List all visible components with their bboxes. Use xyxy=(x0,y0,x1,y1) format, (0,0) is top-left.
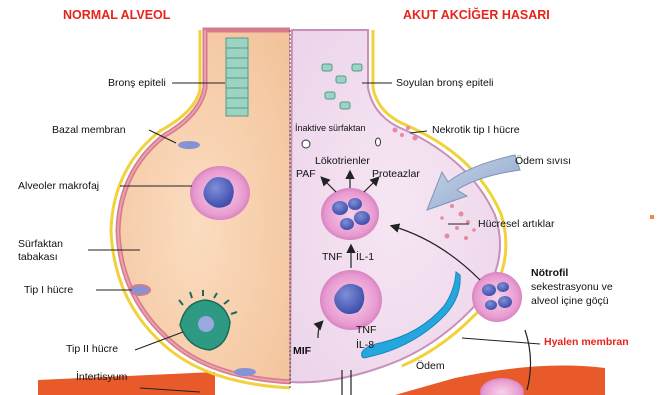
inactive-surfactant-dot xyxy=(302,140,310,148)
label-tnf-1: TNF xyxy=(322,251,342,263)
header-acute-lung-injury: AKUT AKCİĞER HASARI xyxy=(403,8,550,22)
label-mif: MIF xyxy=(293,345,311,357)
label-necrotic-type1: Nekrotik tip I hücre xyxy=(432,124,520,136)
label-type2-cell: Tip II hücre xyxy=(66,343,118,355)
label-paf: PAF xyxy=(296,168,316,180)
label-neutrophil-line2: sekestrasyonu ve xyxy=(531,281,613,293)
label-basal-membrane: Bazal membran xyxy=(52,124,126,136)
label-cellular-debris: Hücresel artıklar xyxy=(478,218,554,230)
label-il1: İL-1 xyxy=(356,251,374,263)
label-type1-cell: Tip I hücre xyxy=(24,284,73,296)
neutrophil-top xyxy=(321,188,379,240)
label-bronchial-epithelium: Bronş epiteli xyxy=(108,77,166,89)
label-interstitium: İntertisyum xyxy=(76,371,127,383)
edge-marker xyxy=(650,215,654,219)
label-sloughed-epithelium: Soyulan bronş epiteli xyxy=(396,77,493,89)
bronchial-epithelium-cells xyxy=(226,38,248,116)
inactive-surfactant-dot-2 xyxy=(376,138,381,146)
label-surfactant-line2: tabakası xyxy=(18,251,58,263)
label-tnf-2: TNF xyxy=(356,324,376,336)
alveolar-macrophage xyxy=(190,166,250,220)
label-neutrophil-title: Nötrofil xyxy=(531,267,568,279)
header-normal-alveolus: NORMAL ALVEOL xyxy=(63,8,170,22)
label-surfactant-line1: Sürfaktan xyxy=(18,238,63,250)
label-inactive-surfactant: İnaktive sürfaktan xyxy=(295,123,366,133)
label-il8: İL-8 xyxy=(356,339,374,351)
type1-cell-3 xyxy=(234,368,256,376)
label-proteases: Proteazlar xyxy=(372,168,420,180)
label-edema: Ödem xyxy=(416,360,445,372)
macrophage-bottom xyxy=(320,270,382,330)
label-edema-fluid: Ödem sıvısı xyxy=(515,155,571,167)
label-neutrophil-line3: alveol içine göçü xyxy=(531,295,609,307)
label-hyaline-membrane: Hyalen membran xyxy=(544,336,629,348)
label-alveolar-macrophage: Alveoler makrofaj xyxy=(18,180,99,192)
label-leukotrienes: Lökotrienler xyxy=(315,155,370,167)
type1-cell xyxy=(130,285,150,295)
type1-cell-2 xyxy=(178,141,200,149)
